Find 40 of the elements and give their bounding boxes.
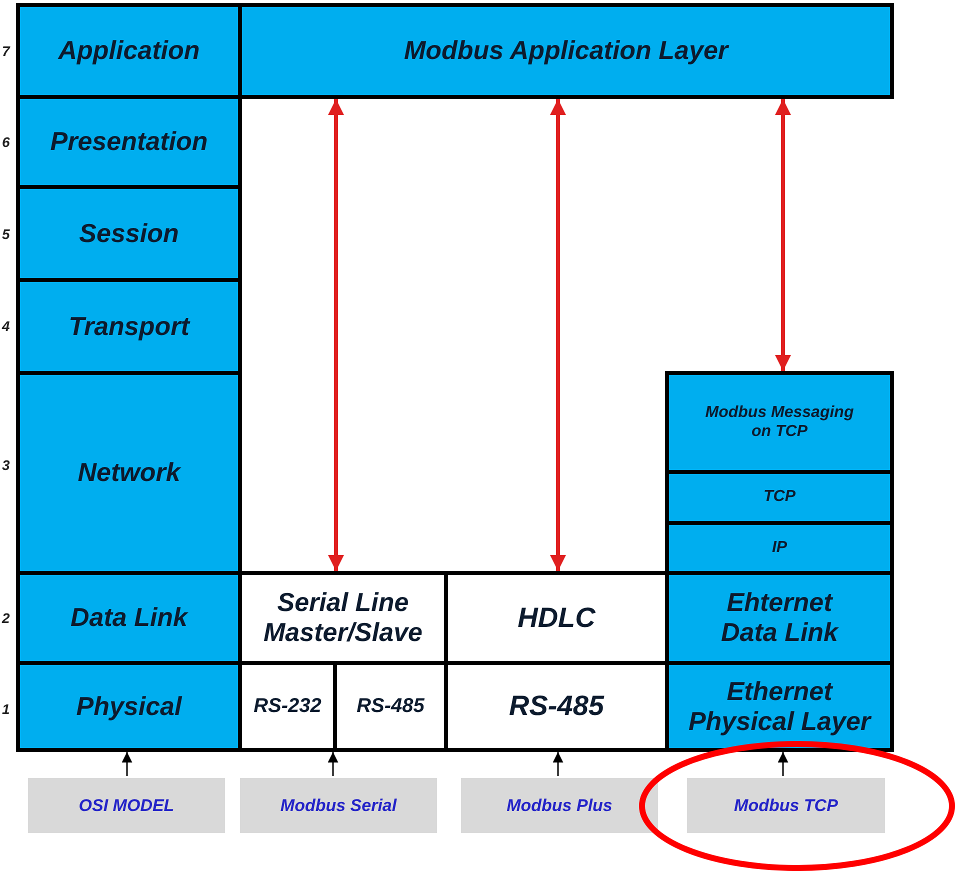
arrow bbox=[775, 99, 791, 371]
layer-label: Modbus Messaging on TCP bbox=[704, 404, 855, 441]
arrow bbox=[328, 752, 338, 776]
protocol-tag bbox=[28, 778, 225, 833]
tag-label: Modbus Plus bbox=[506, 796, 614, 816]
layer-label: Presentation bbox=[49, 127, 209, 157]
tag-label: Modbus TCP bbox=[733, 796, 839, 816]
layer-label: RS-232 bbox=[252, 695, 322, 718]
layer-number: 4 bbox=[2, 318, 10, 334]
protocol-tag bbox=[240, 778, 437, 833]
layer-number: 6 bbox=[2, 134, 10, 150]
layer-label: Physical bbox=[75, 692, 184, 722]
layer-label: Application bbox=[56, 36, 201, 66]
tag-label: Modbus Serial bbox=[279, 796, 398, 816]
layer-number: 2 bbox=[2, 610, 10, 626]
layer-label: Modbus Application Layer bbox=[402, 36, 730, 66]
protocol-tag bbox=[687, 778, 885, 833]
layer-number: 5 bbox=[2, 226, 10, 242]
layer-label: RS-485 bbox=[508, 690, 606, 723]
arrow bbox=[122, 752, 132, 776]
layer-label: Transport bbox=[68, 312, 192, 342]
layer-label: Ethernet Physical Layer bbox=[687, 676, 872, 736]
arrow bbox=[552, 752, 564, 776]
layer-label: Ehternet Data Link bbox=[720, 588, 840, 648]
layer-label: Session bbox=[78, 218, 180, 248]
protocol-tag bbox=[461, 778, 658, 833]
layer-label: Network bbox=[76, 458, 182, 488]
layer-label: HDLC bbox=[516, 602, 596, 634]
tag-label: OSI MODEL bbox=[78, 796, 176, 816]
layer-label: IP bbox=[770, 538, 788, 558]
arrow bbox=[328, 99, 344, 571]
layer-number: 1 bbox=[2, 701, 10, 717]
layer-label: RS-485 bbox=[356, 695, 426, 718]
layer-label: Serial Line Master/Slave bbox=[262, 588, 424, 648]
layer-number: 3 bbox=[2, 457, 10, 473]
arrow bbox=[550, 99, 566, 571]
arrow bbox=[778, 752, 788, 776]
layer-label: TCP bbox=[762, 488, 796, 507]
layer-label: Data Link bbox=[69, 603, 190, 633]
layer-number: 7 bbox=[2, 43, 10, 59]
